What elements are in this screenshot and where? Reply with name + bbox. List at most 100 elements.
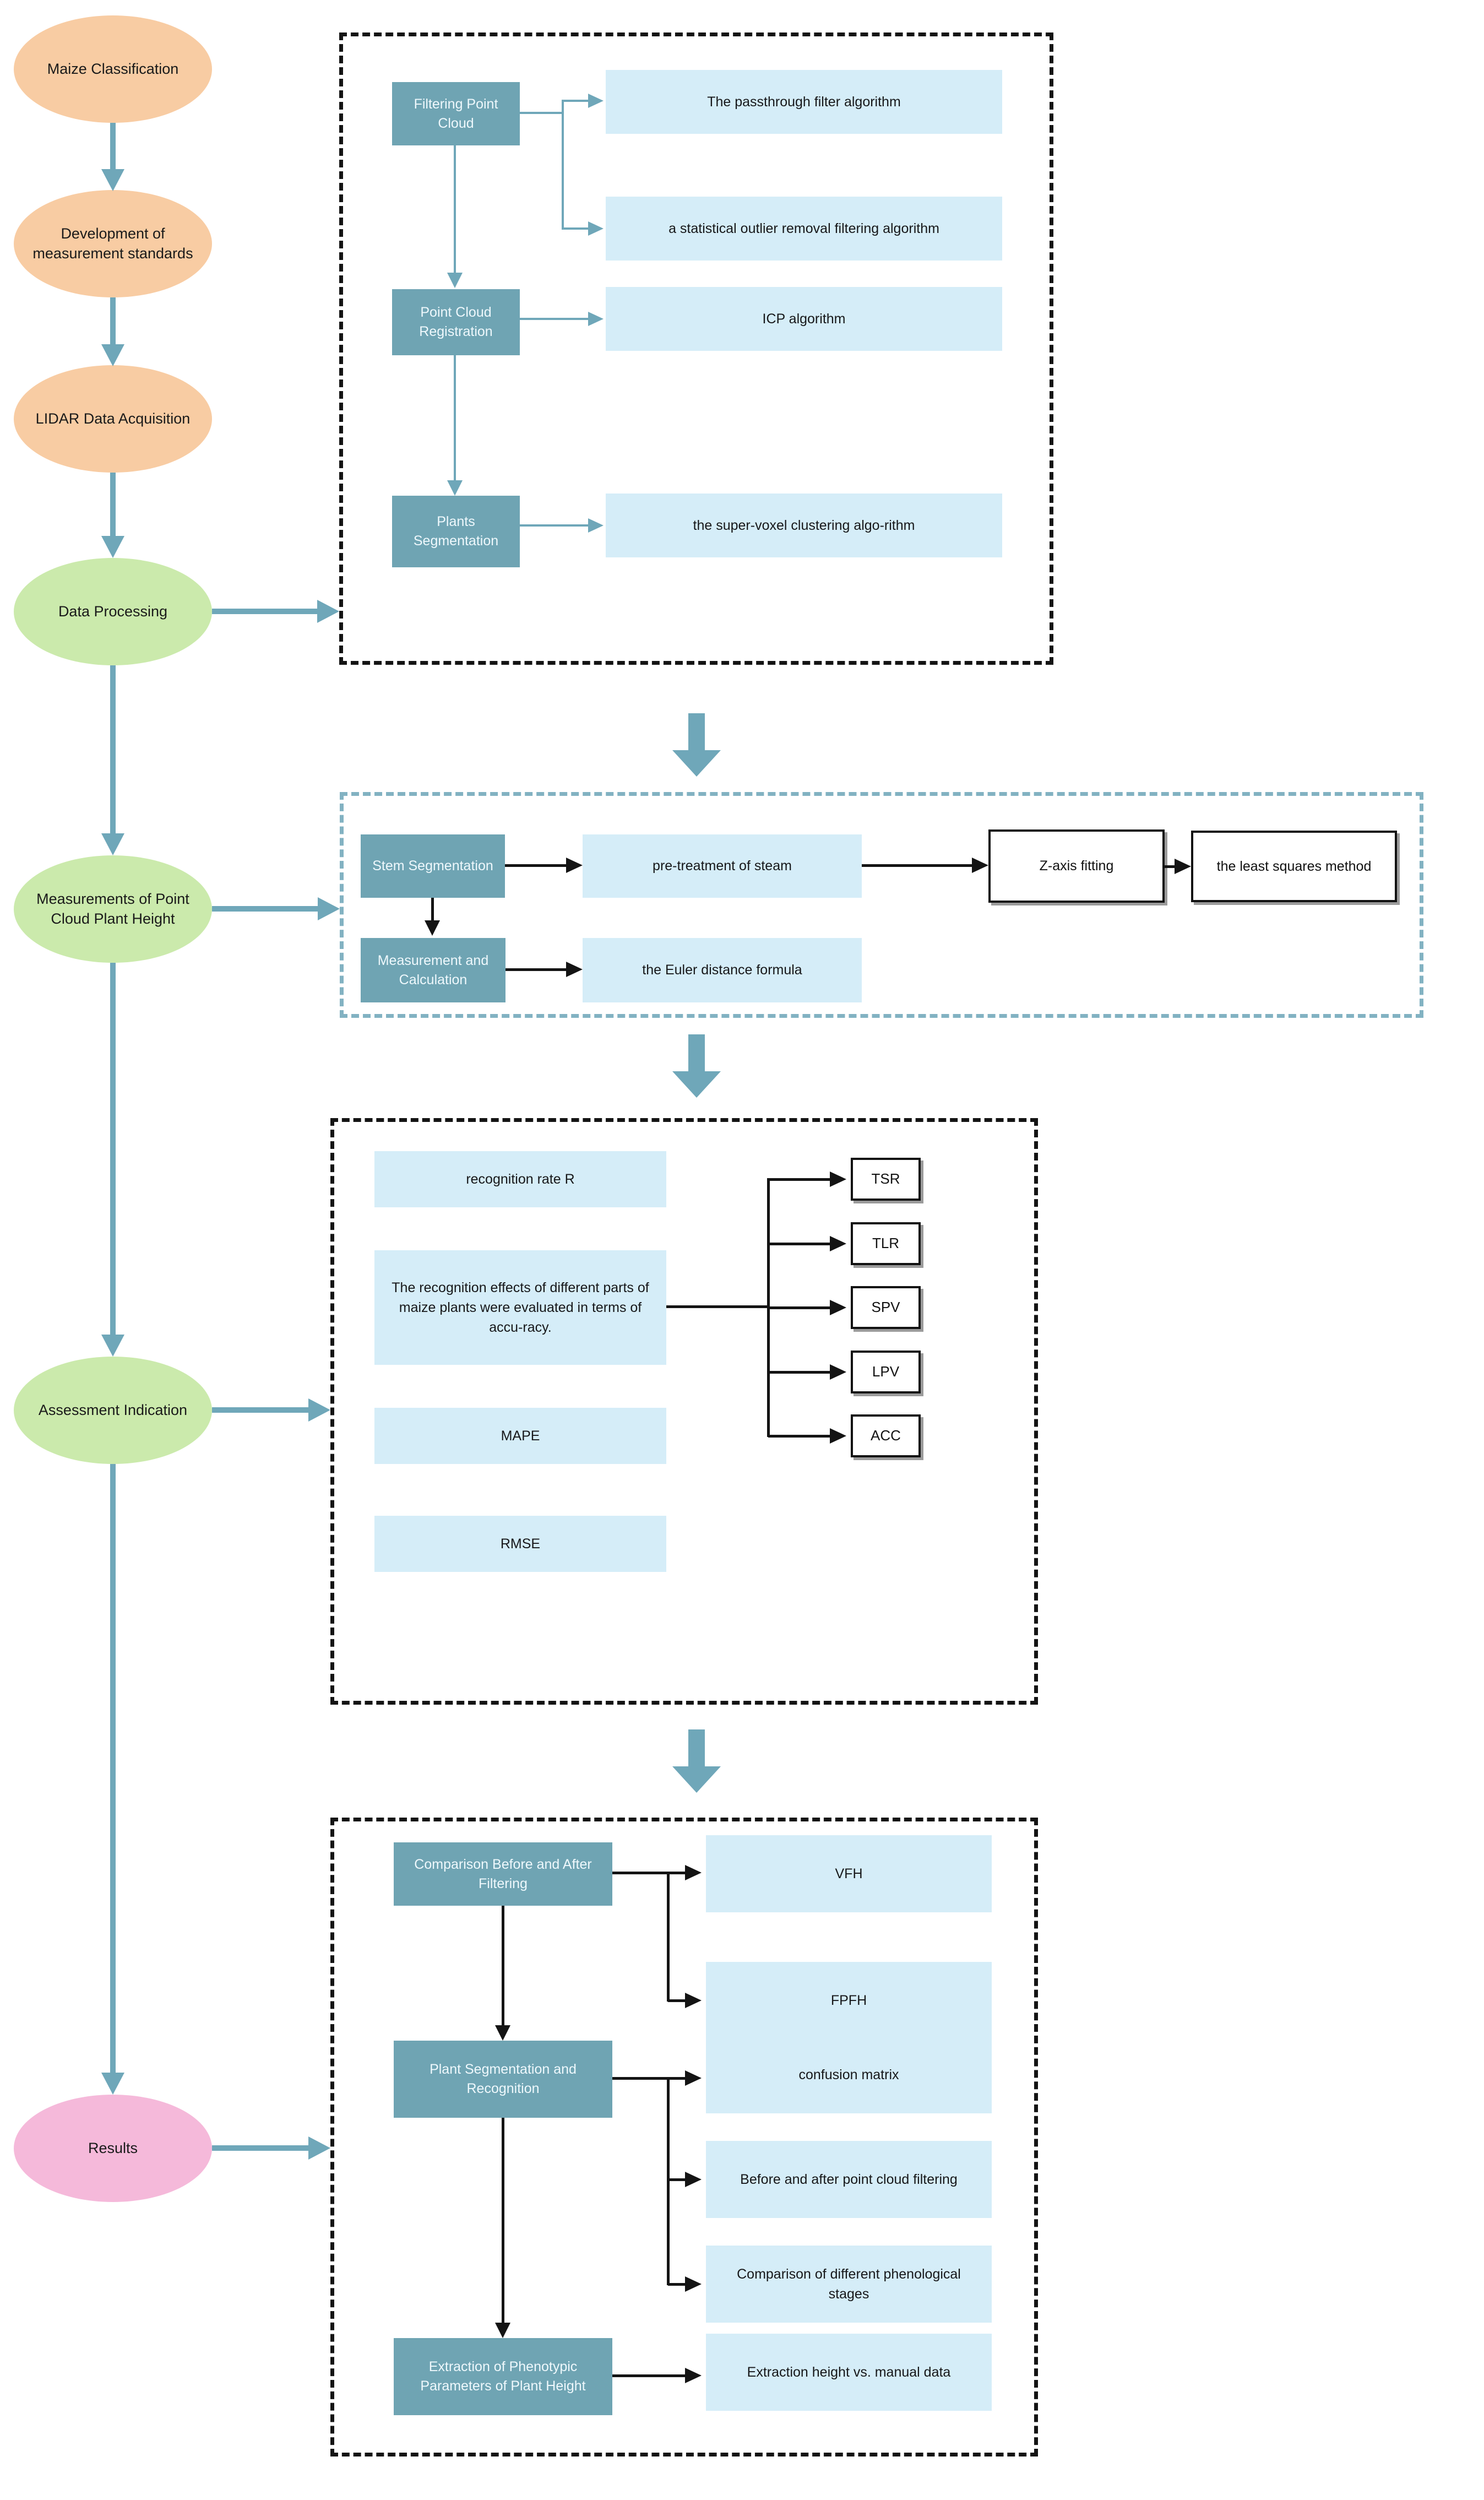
node-least-squares: the least squares method (1191, 831, 1397, 902)
node-filtering-point-cloud: Filtering Point Cloud (392, 82, 520, 145)
arrow-right-icon (588, 312, 604, 326)
section-arrow-line (688, 1729, 705, 1766)
connector-line (862, 864, 972, 867)
flow-ellipse-maize-classification: Maize Classification (14, 15, 212, 123)
node-measurement-calculation: Measurement and Calculation (361, 938, 505, 1002)
node-fpfh: FPFH (706, 1962, 992, 2039)
node-supervoxel-clustering: the super-voxel clustering algo-rithm (606, 494, 1002, 557)
section-plant-height-frame (340, 792, 1423, 1018)
arrow-right-icon (588, 94, 604, 108)
connector-line (667, 1872, 670, 2002)
connector-line (768, 1178, 830, 1181)
arrow-right-icon (566, 962, 583, 977)
node-confusion-matrix: confusion matrix (706, 2036, 992, 2113)
arrow-right-icon (685, 2368, 702, 2383)
arrow-right-icon (685, 1865, 702, 1880)
arrow-right-icon (308, 2136, 330, 2160)
node-plants-segmentation: Plants Segmentation (392, 496, 520, 567)
arrow-down-icon (101, 169, 124, 191)
node-metric-tlr: TLR (851, 1222, 921, 1265)
node-recognition-rate: recognition rate R (374, 1151, 666, 1207)
connector-line (454, 145, 456, 273)
flow-ellipse-assessment-indication: Assessment Indication (14, 1357, 212, 1464)
connector-line (612, 1872, 685, 1874)
node-metric-tsr: TSR (851, 1158, 921, 1201)
flow-ellipse-lidar-acquisition: LIDAR Data Acquisition (14, 365, 212, 473)
flow-ellipse-measurements-plant-height: Measurements of Point Cloud Plant Height (14, 855, 212, 963)
connector-line (562, 227, 588, 230)
big-arrow-down-icon (672, 750, 721, 777)
arrow-right-icon (972, 858, 988, 873)
connector-line (454, 355, 456, 480)
arrow-right-icon (308, 1398, 330, 1422)
node-icp-algorithm: ICP algorithm (606, 287, 1002, 351)
connector-line (1165, 865, 1175, 868)
arrow-right-icon (685, 2276, 702, 2292)
arrow-right-icon (830, 1236, 846, 1251)
node-mape: MAPE (374, 1408, 666, 1464)
node-passthrough-filter: The passthrough filter algorithm (606, 70, 1002, 134)
arrow-down-icon (447, 273, 463, 288)
node-comparison-filtering: Comparison Before and After Filtering (394, 1842, 612, 1906)
connector-line (502, 2118, 504, 2323)
arrow-down-icon (425, 920, 440, 936)
connector-line (562, 100, 588, 102)
section-assessment-frame (330, 1118, 1038, 1705)
arrow-down-icon (101, 2073, 124, 2095)
node-pretreatment: pre-treatment of steam (583, 834, 862, 898)
connector-line (668, 2178, 685, 2181)
arrow-down-icon (495, 2323, 510, 2338)
arrow-right-icon (588, 518, 604, 533)
connector-line (520, 112, 564, 114)
node-extraction-vs-manual: Extraction height vs. manual data (706, 2334, 992, 2411)
arrow-right-icon (317, 600, 339, 623)
arrow-right-icon (830, 1300, 846, 1315)
connector-line (668, 1999, 685, 2002)
arrow-right-icon (318, 897, 340, 920)
arrow-right-icon (1175, 859, 1191, 874)
arrow-right-icon (685, 2070, 702, 2086)
arrow-down-icon (101, 833, 124, 855)
connector-line (768, 1371, 830, 1374)
node-extraction-phenotypic: Extraction of Phenotypic Parameters of P… (394, 2338, 612, 2415)
flow-arrow-line (212, 609, 317, 614)
node-plant-segmentation-recognition: Plant Segmentation and Recognition (394, 2041, 612, 2118)
arrow-right-icon (566, 858, 583, 873)
flow-ellipse-results: Results (14, 2095, 212, 2202)
arrow-down-icon (101, 536, 124, 558)
flow-arrow-line (110, 297, 116, 344)
node-rmse: RMSE (374, 1516, 666, 1572)
arrow-right-icon (830, 1172, 846, 1187)
node-stem-segmentation: Stem Segmentation (361, 834, 505, 898)
flow-arrow-line (110, 473, 116, 536)
section-results-frame (330, 1818, 1038, 2456)
arrow-right-icon (588, 221, 604, 236)
connector-line (612, 2374, 685, 2377)
connector-line (768, 1243, 830, 1245)
connector-line (505, 968, 566, 971)
arrow-right-icon (830, 1428, 846, 1444)
connector-line (666, 1305, 768, 1308)
connector-line (562, 100, 564, 230)
flow-arrow-line (110, 665, 116, 833)
connector-line (520, 524, 588, 527)
arrow-down-icon (447, 480, 463, 496)
arrow-right-icon (685, 2172, 702, 2187)
connector-line (431, 898, 434, 920)
arrow-right-icon (685, 1993, 702, 2008)
connector-line (768, 1435, 830, 1438)
flow-arrow-line (110, 963, 116, 1335)
node-point-cloud-registration: Point Cloud Registration (392, 289, 520, 355)
section-arrow-line (688, 713, 705, 750)
section-arrow-line (688, 1034, 705, 1071)
node-euler-distance: the Euler distance formula (583, 938, 862, 1002)
flow-arrow-line (212, 2145, 308, 2151)
node-metric-spv: SPV (851, 1286, 921, 1329)
arrow-down-icon (101, 344, 124, 366)
node-recognition-effects: The recognition effects of different par… (374, 1250, 666, 1365)
connector-line (502, 1906, 504, 2025)
flow-arrow-line (110, 123, 116, 169)
node-statistical-outlier: a statistical outlier removal filtering … (606, 197, 1002, 261)
node-phenological-stages: Comparison of different phenological sta… (706, 2246, 992, 2323)
